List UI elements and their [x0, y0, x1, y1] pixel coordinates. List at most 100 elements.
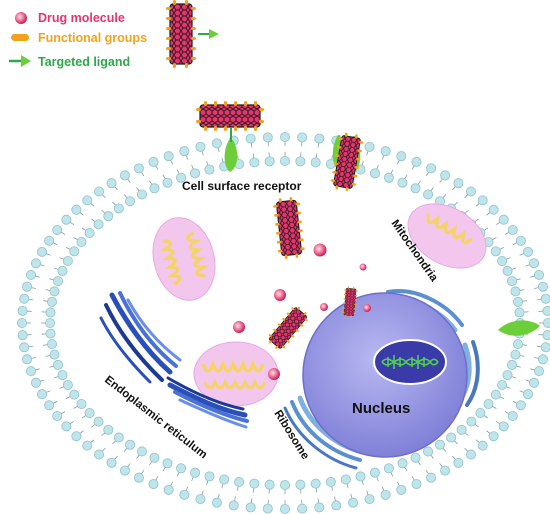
- lipid-head: [465, 449, 476, 460]
- lipid-head: [295, 479, 306, 490]
- lipid-head: [176, 463, 187, 474]
- lipid-head: [540, 293, 550, 304]
- lipid-head: [19, 293, 30, 304]
- lipid-head: [542, 305, 550, 316]
- nanotube-inner: [264, 302, 312, 354]
- lipid-head: [369, 168, 380, 179]
- lipid-head: [325, 476, 336, 487]
- legend-label-functional: Functional groups: [38, 31, 147, 45]
- surface-receptor-left: [224, 140, 238, 172]
- lipid-head: [522, 246, 533, 257]
- lipid-head: [249, 478, 260, 489]
- lipid-head: [16, 317, 27, 328]
- lipid-head: [163, 151, 174, 162]
- lipid-head: [47, 296, 58, 307]
- drug-molecule: [363, 304, 371, 312]
- lipid-head: [514, 307, 525, 318]
- lipid-head: [262, 132, 273, 143]
- lipid-head: [84, 408, 95, 419]
- lipid-head: [49, 349, 60, 360]
- lipid-head: [163, 484, 174, 495]
- lipid-head: [57, 370, 68, 381]
- legend-nanotube-icon: [165, 0, 219, 69]
- lipid-head: [297, 132, 308, 143]
- lipid-head: [119, 170, 130, 181]
- lipid-head: [383, 463, 394, 474]
- lipid-head: [279, 503, 290, 514]
- lipid-head: [396, 151, 407, 162]
- lipid-head: [62, 379, 73, 390]
- lipid-head: [466, 416, 477, 427]
- lipid-head: [510, 349, 521, 360]
- lipid-head: [82, 195, 93, 206]
- lipid-head: [125, 196, 136, 207]
- lipid-head: [426, 472, 437, 483]
- lipid-head: [136, 189, 147, 200]
- lipid-head: [45, 328, 56, 339]
- lipid-head: [62, 256, 73, 267]
- lipid-head: [310, 157, 321, 168]
- lipid-head: [148, 156, 159, 167]
- lipid-head: [204, 471, 215, 482]
- lipid-head: [211, 138, 222, 149]
- lipid-head: [498, 214, 509, 225]
- drug-molecule: [313, 243, 327, 257]
- lipid-head: [423, 446, 434, 457]
- lipid-head: [297, 503, 308, 514]
- lipid-head: [179, 489, 190, 500]
- lipid-head: [475, 408, 486, 419]
- lipid-head: [76, 236, 87, 247]
- lipid-head: [423, 189, 434, 200]
- lipid-head: [510, 286, 521, 297]
- membrane-receptor-right: [498, 320, 540, 336]
- lipid-head: [219, 474, 230, 485]
- lipid-head: [211, 497, 222, 508]
- lipid-head: [497, 379, 508, 390]
- lipid-head: [37, 389, 48, 400]
- lipid-head: [490, 246, 501, 257]
- lipid-head: [264, 479, 275, 490]
- lipid-head: [53, 276, 64, 287]
- legend: Drug molecule Functional groups Targeted…: [9, 0, 219, 69]
- lipid-head: [456, 424, 467, 435]
- lipid-head: [279, 479, 290, 490]
- lipid-head: [94, 186, 105, 197]
- mitochondrion-right: [407, 203, 487, 269]
- lipid-head: [314, 133, 325, 144]
- lipid-head: [364, 494, 375, 505]
- lipid-head: [113, 203, 124, 214]
- nucleolus: [373, 339, 447, 385]
- lipid-head: [529, 377, 540, 388]
- lipid-head: [502, 370, 513, 381]
- drug-molecule: [274, 289, 286, 301]
- lipid-head: [234, 476, 245, 487]
- lipid-head: [512, 339, 523, 350]
- legend-label-drug: Drug molecule: [38, 11, 125, 25]
- lipid-head: [355, 471, 366, 482]
- lipid-head: [69, 389, 80, 400]
- lipid-head: [45, 317, 56, 328]
- lipid-head: [279, 131, 290, 142]
- lipid-head: [411, 156, 422, 167]
- lipid-head: [44, 235, 55, 246]
- lipid-head: [82, 440, 93, 451]
- lipid-head: [179, 146, 190, 157]
- functional-group-icon: [11, 34, 29, 41]
- lipid-head: [103, 424, 114, 435]
- lipid-head: [515, 235, 526, 246]
- lipid-head: [245, 133, 256, 144]
- drug-molecule: [233, 321, 245, 333]
- lipid-head: [529, 258, 540, 269]
- lipid-head: [25, 269, 36, 280]
- lipid-head: [37, 246, 48, 257]
- lipid-head: [133, 163, 144, 174]
- lipid-head: [133, 472, 144, 483]
- lipid-head: [162, 177, 173, 188]
- lipid-head: [534, 269, 545, 280]
- lipid-head: [190, 467, 201, 478]
- lipid-head: [61, 214, 72, 225]
- lipid-head: [69, 246, 80, 257]
- lipid-head: [84, 227, 95, 238]
- label-nucleus: Nucleus: [352, 400, 410, 417]
